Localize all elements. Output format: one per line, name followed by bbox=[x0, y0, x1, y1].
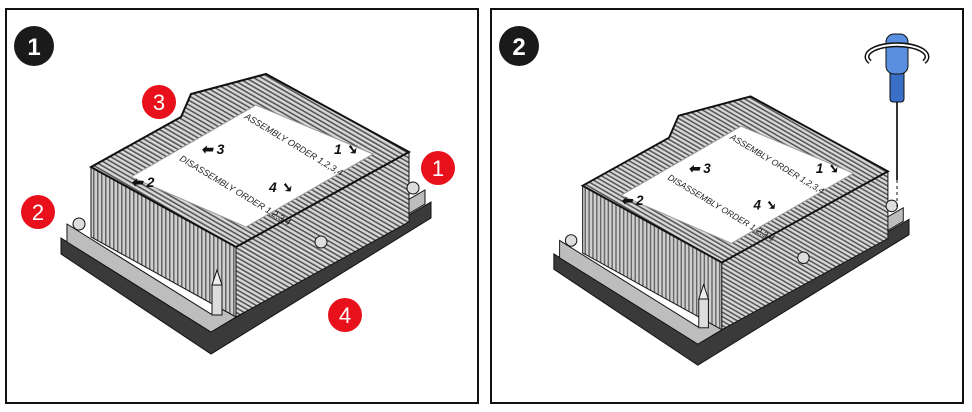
arrow-2: ⬅ 2 bbox=[131, 174, 155, 190]
arrow-3: ⬅ 3 bbox=[688, 161, 711, 176]
step-number: 2 bbox=[512, 34, 525, 61]
step-badge bbox=[14, 26, 54, 66]
svg-text:1: 1 bbox=[432, 156, 444, 181]
svg-text:3: 3 bbox=[153, 90, 165, 115]
step-2-panel: ASSEMBLY ORDER 1,2,3,4 DISASSEMBLY ORDER… bbox=[490, 8, 964, 404]
step-1-panel: ASSEMBLY ORDER 1,2,3,4 DISASSEMBLY ORDER… bbox=[5, 8, 479, 404]
heatsink-illustration: ASSEMBLY ORDER 1,2,3,4 DISASSEMBLY ORDER… bbox=[553, 95, 910, 366]
arrow-2: ⬅ 2 bbox=[621, 193, 644, 208]
callout-3: 3 bbox=[142, 85, 176, 119]
screw-icon bbox=[72, 217, 86, 231]
callout-2: 2 bbox=[21, 195, 55, 229]
screw-icon bbox=[885, 199, 899, 213]
screwdriver-icon bbox=[864, 33, 930, 210]
heatsink-illustration: ASSEMBLY ORDER 1,2,3,4 DISASSEMBLY ORDER… bbox=[60, 72, 432, 355]
step-badge bbox=[499, 26, 539, 66]
order-label bbox=[129, 104, 375, 228]
arrow-3: ⬅ 3 bbox=[201, 141, 225, 157]
arrow-1: 1 ➘ bbox=[334, 141, 357, 157]
step-number: 1 bbox=[27, 34, 40, 61]
callout-4: 4 bbox=[328, 298, 362, 332]
screw-icon bbox=[564, 234, 578, 247]
screw-icon bbox=[211, 268, 223, 316]
screw-icon bbox=[797, 251, 810, 264]
svg-text:2: 2 bbox=[32, 200, 44, 225]
order-label bbox=[619, 125, 855, 244]
svg-text:4: 4 bbox=[339, 303, 351, 328]
arrow-1: 1 ➘ bbox=[816, 161, 838, 176]
arrow-4: 4 ➘ bbox=[268, 179, 292, 195]
bracket bbox=[66, 189, 426, 333]
screw-icon bbox=[314, 235, 328, 249]
callout-1: 1 bbox=[421, 151, 455, 185]
screw-icon bbox=[406, 181, 420, 195]
screw-icon bbox=[698, 283, 710, 329]
arrow-4: 4 ➘ bbox=[753, 198, 776, 213]
bracket bbox=[559, 206, 904, 345]
